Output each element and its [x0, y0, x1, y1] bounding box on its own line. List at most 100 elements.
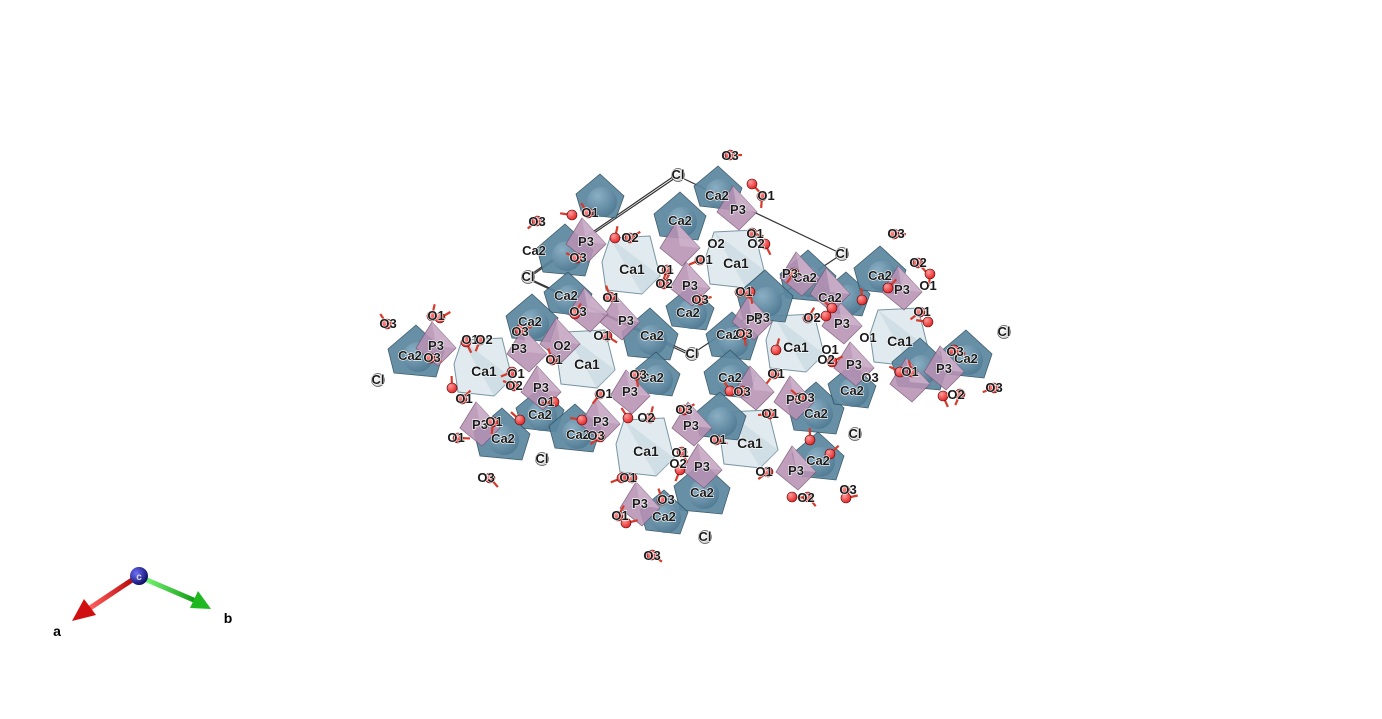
atom-label: Ca2: [806, 453, 830, 468]
atom-label: O1: [447, 430, 464, 445]
atom-label: O2: [747, 236, 764, 251]
atom-label: O2: [505, 378, 522, 393]
atom-label: O3: [735, 326, 752, 341]
oxygen-atom: [577, 415, 587, 425]
atom-label: P3: [694, 459, 710, 474]
atom-label: O1: [455, 391, 472, 406]
atom-label: Cl: [672, 167, 685, 182]
oxygen-atom: [747, 179, 757, 189]
atom-label: P3: [618, 313, 634, 328]
atom-label: P3: [936, 361, 952, 376]
atom-label: P3: [533, 380, 549, 395]
atom-label: O2: [669, 456, 686, 471]
atom-label: O2: [909, 255, 926, 270]
atom-label: P3: [754, 310, 770, 325]
atom-label: Ca2: [818, 290, 842, 305]
atom-label: Cl: [998, 324, 1011, 339]
atom-label: P3: [511, 341, 527, 356]
a-axis-arrow: [72, 576, 138, 621]
atom-label: O3: [691, 292, 708, 307]
atom-label: O2: [637, 410, 654, 425]
atom-label: P3: [788, 463, 804, 478]
atom-label: O3: [587, 428, 604, 443]
atom-label: O2: [803, 310, 820, 325]
oxygen-atom: [610, 233, 620, 243]
atom-label: O3: [477, 470, 494, 485]
atom-label: O2: [621, 230, 638, 245]
atom-label: O3: [569, 304, 586, 319]
atom-label: Ca2: [668, 213, 692, 228]
atom-label: Ca1: [574, 356, 600, 372]
atom-label: P3: [846, 357, 862, 372]
atom-label: O3: [721, 148, 738, 163]
atom-label: O1: [901, 364, 918, 379]
oxygen-atom: [805, 435, 815, 445]
atom-label: O3: [423, 350, 440, 365]
atom-label: Ca2: [522, 243, 546, 258]
atom-label: P3: [782, 266, 798, 281]
atom-label: Cl: [836, 246, 849, 261]
atom-label: O1: [755, 464, 772, 479]
atom-label: O1: [611, 508, 628, 523]
atom-label: O1: [602, 290, 619, 305]
oxygen-atom: [567, 210, 577, 220]
b-axis-label: b: [224, 610, 233, 626]
atom-label: O1: [735, 284, 752, 299]
atom-label: Ca2: [491, 431, 515, 446]
atom-label: O2: [553, 338, 570, 353]
atom-label: O1: [593, 328, 610, 343]
atom-label: P3: [730, 202, 746, 217]
atom-label: P3: [632, 496, 648, 511]
atom-label: P3: [683, 418, 699, 433]
atom-label: O1: [581, 205, 598, 220]
atom-label: O3: [657, 492, 674, 507]
atom-label: Ca1: [887, 333, 913, 349]
atom-label: P3: [593, 414, 609, 429]
atom-label: O1: [709, 432, 726, 447]
atom-label: O3: [946, 344, 963, 359]
atom-label: Ca2: [690, 485, 714, 500]
atom-label: Ca2: [718, 370, 742, 385]
atom-label: P3: [682, 278, 698, 293]
atom-label: O3: [511, 324, 528, 339]
atom-label: P3: [622, 384, 638, 399]
atom-label: O1: [485, 414, 502, 429]
atom-label: O1: [919, 278, 936, 293]
oxygen-atom: [515, 415, 525, 425]
atom-label: Cl: [522, 269, 535, 284]
atom-label: O3: [861, 370, 878, 385]
atom-label: O1: [757, 188, 774, 203]
atom-label: Ca1: [471, 363, 497, 379]
atom-label: Ca2: [705, 188, 729, 203]
atom-label: O3: [569, 250, 586, 265]
atom-label: O2: [947, 387, 964, 402]
atom-label: O2: [707, 236, 724, 251]
atom-label: Ca2: [652, 509, 676, 524]
atom-label: O1: [656, 262, 673, 277]
atom-label: O2: [475, 332, 492, 347]
oxygen-atom: [623, 413, 633, 423]
atom-label: Cl: [849, 426, 862, 441]
atom-label: Ca2: [398, 348, 422, 363]
atom-label: Ca2: [528, 407, 552, 422]
oxygen-atom: [883, 283, 893, 293]
atom-label: O1: [619, 470, 636, 485]
oxygen-atom: [771, 345, 781, 355]
atom-label: P3: [834, 316, 850, 331]
atom-label: Ca2: [840, 383, 864, 398]
atom-label: Ca2: [640, 328, 664, 343]
atom-label: Ca1: [737, 435, 763, 451]
atom-label: O3: [887, 226, 904, 241]
atom-label: O1: [859, 330, 876, 345]
atom-label: O3: [528, 214, 545, 229]
atom-label: Ca1: [723, 255, 749, 271]
atom-label: O1: [595, 386, 612, 401]
atom-label: O1: [545, 352, 562, 367]
atom-label: O1: [761, 406, 778, 421]
atom-label: O2: [817, 352, 834, 367]
atom-label: Ca1: [783, 339, 809, 355]
c-axis-label: c: [136, 572, 142, 583]
oxygen-atom: [857, 295, 867, 305]
